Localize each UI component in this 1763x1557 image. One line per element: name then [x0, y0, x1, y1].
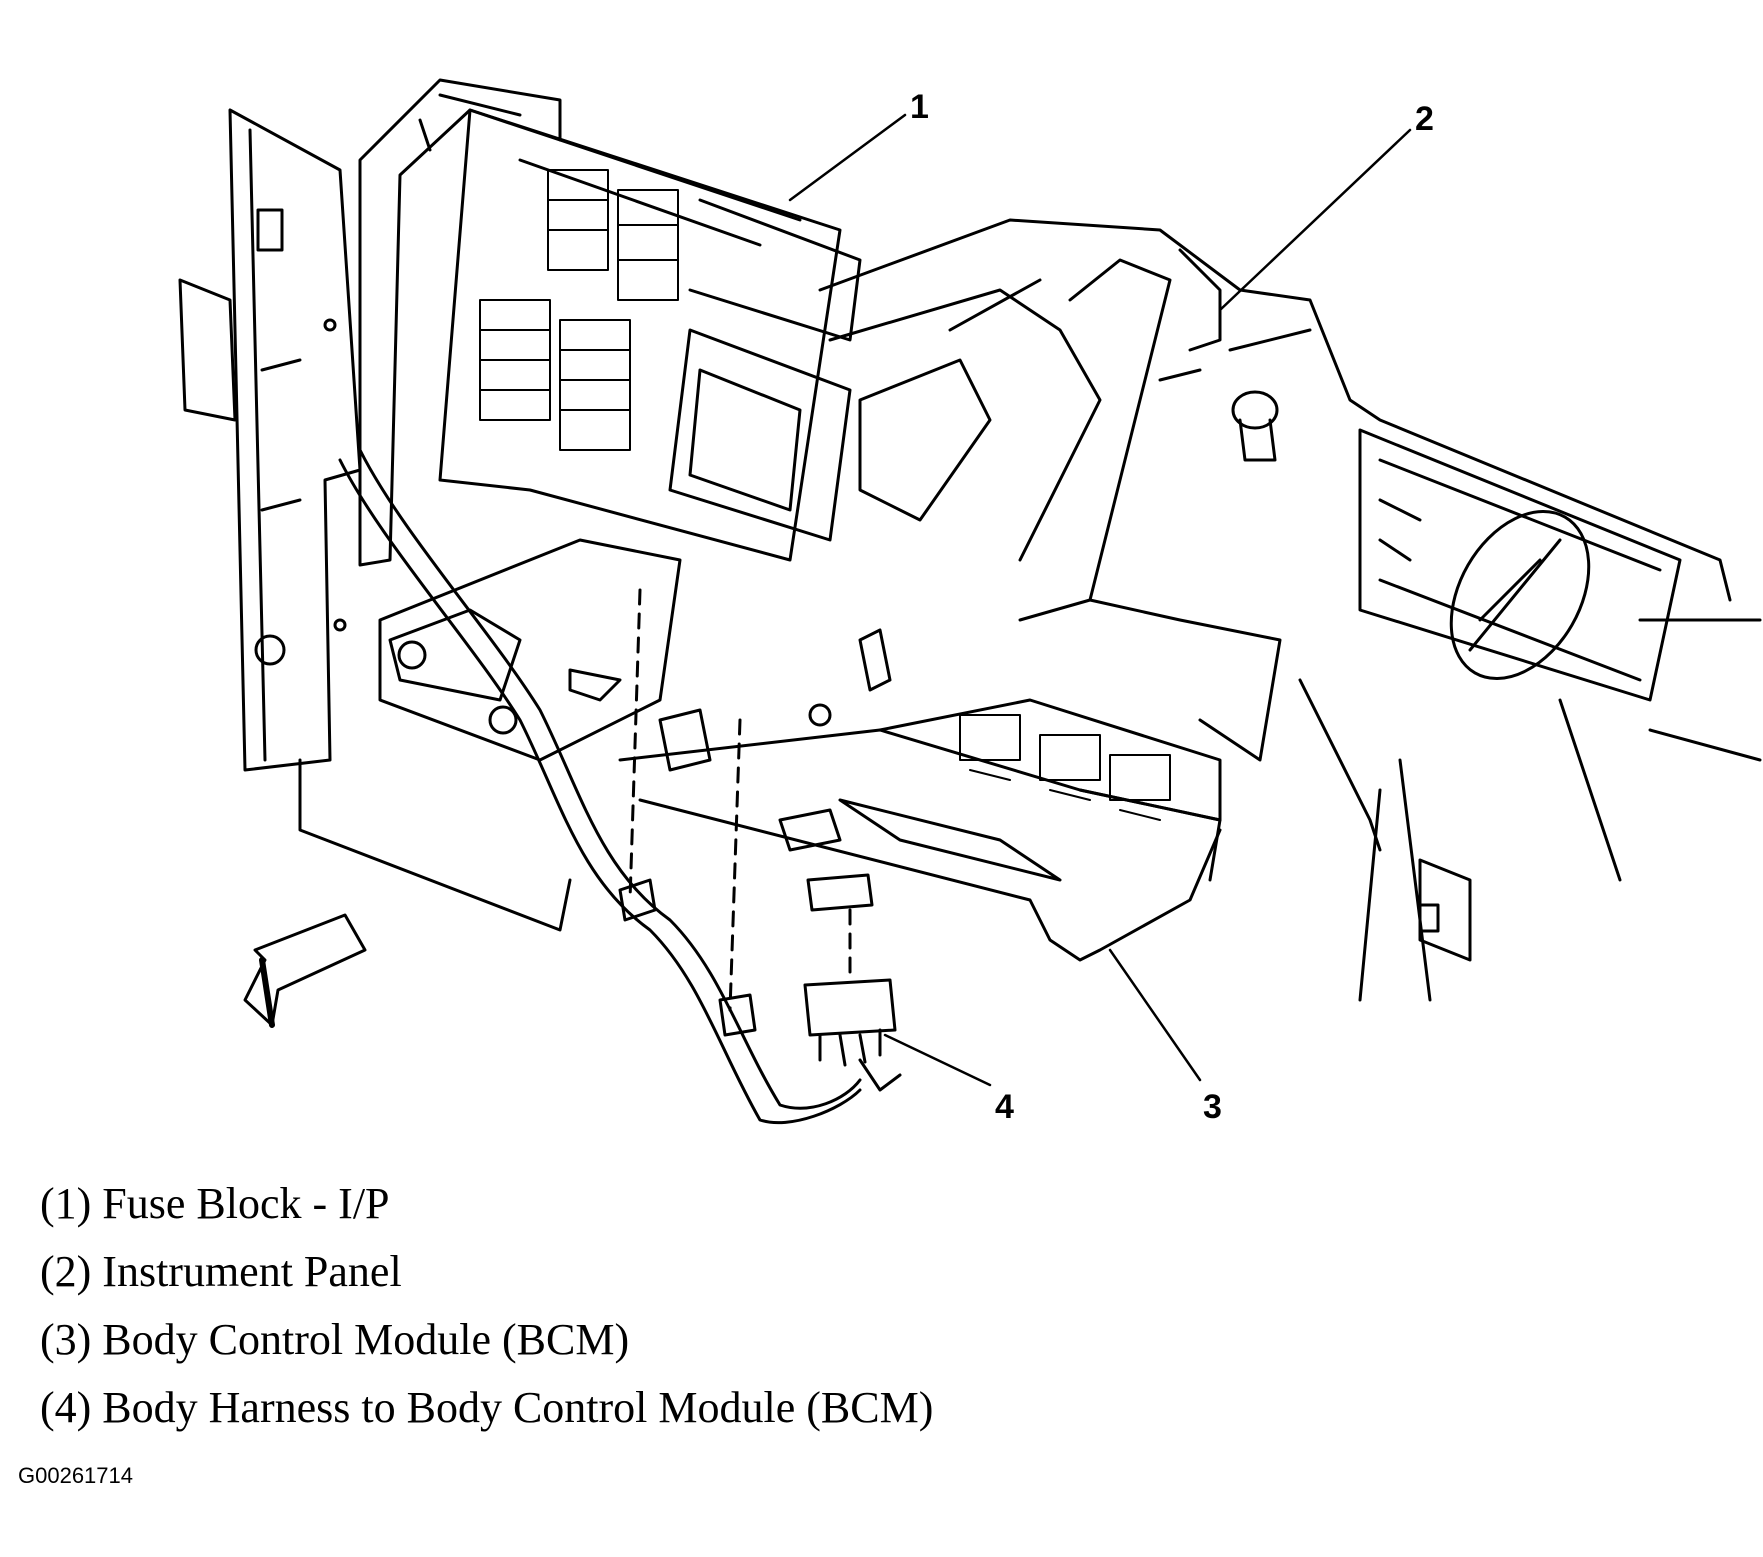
component-legend: (1) Fuse Block - I/P (2) Instrument Pane… — [40, 1170, 933, 1442]
callout-1: 1 — [910, 88, 929, 126]
left-mounting-bracket — [178, 108, 572, 932]
component-location-diagram: 1 2 3 4 — [178, 78, 1762, 1126]
body-control-module-bcm — [378, 538, 1222, 962]
legend-item-fuse-block: (1) Fuse Block - I/P — [40, 1179, 390, 1228]
legend-item-body-harness: (4) Body Harness to Body Control Module … — [40, 1383, 934, 1432]
fuse-block-ip — [358, 78, 862, 567]
callout-leaders — [788, 113, 1412, 1087]
instrument-panel — [818, 218, 1762, 1002]
callout-2: 2 — [1415, 100, 1434, 138]
figure-id: G00261714 — [18, 1463, 133, 1488]
body-harness-connector — [338, 448, 902, 1125]
legend-item-bcm: (3) Body Control Module (BCM) — [40, 1315, 630, 1364]
forward-arrow-icon — [243, 913, 367, 1028]
callout-4: 4 — [995, 1088, 1014, 1126]
legend-item-instrument-panel: (2) Instrument Panel — [40, 1247, 402, 1296]
callout-3: 3 — [1203, 1088, 1222, 1126]
